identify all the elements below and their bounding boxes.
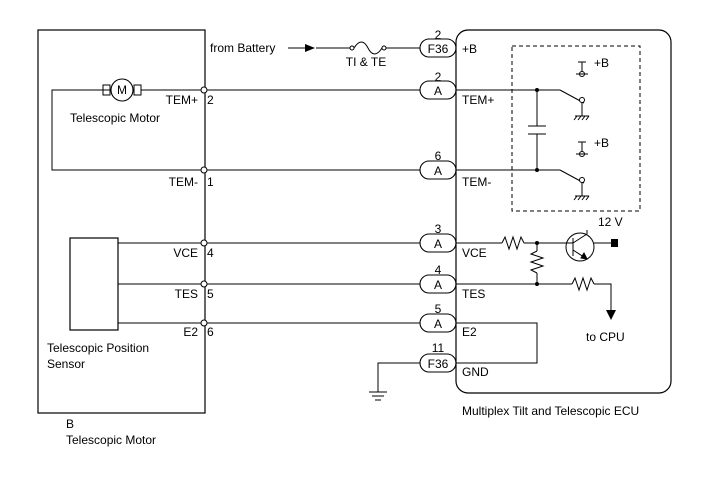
connector-a-tes-id: A <box>434 278 442 292</box>
terminal-tem-minus-name: TEM- <box>169 175 198 189</box>
tes-node <box>535 282 539 286</box>
relay-switch-1 <box>559 61 588 116</box>
connector-a-tes: 4 A <box>419 263 457 294</box>
terminal-tes-pin: 5 <box>207 287 214 301</box>
capacitor-node-bottom <box>535 168 539 172</box>
connector-f36-gnd: 11 F36 <box>419 341 457 373</box>
connector-a-tem-minus: 6 A <box>419 149 457 180</box>
relay-dashed-box <box>511 45 641 212</box>
terminal-circle-tem-plus <box>200 86 208 94</box>
fuse-label: TI & TE <box>346 55 386 69</box>
connector-a-tem-plus-pin: 2 <box>435 70 442 84</box>
connector-a-tem-plus: 2 A <box>419 70 457 100</box>
connector-a-vce-id: A <box>434 237 442 251</box>
fuse-terminal-right <box>381 45 387 51</box>
connector-a-tes-pin: 4 <box>435 263 442 277</box>
component-name: Telescopic Motor <box>66 433 156 447</box>
connector-a-e2-id: A <box>434 317 442 331</box>
terminal-tem-plus-name: TEM+ <box>166 93 198 107</box>
capacitor-icon <box>528 90 546 170</box>
terminal-circle-vce <box>200 239 208 247</box>
terminal-circle-e2 <box>200 319 208 327</box>
motor-icon: M <box>102 78 142 102</box>
transistor-icon <box>565 230 612 262</box>
connector-a-e2: 5 A <box>419 302 457 333</box>
ecu-name: Multiplex Tilt and Telescopic ECU <box>462 404 639 418</box>
vce-resistor-icon <box>501 235 525 251</box>
component-letter: B <box>66 417 74 431</box>
sensor-label-line1: Telescopic Position <box>47 341 149 355</box>
terminal-tem-minus-pin: 1 <box>207 175 214 189</box>
ground-icon <box>369 391 387 401</box>
ecu-terminal-vce: VCE <box>462 246 487 260</box>
motor-label: Telescopic Motor <box>70 111 160 125</box>
ecu-terminal-tem-minus: TEM- <box>462 175 491 189</box>
sensor-label-line2: Sensor <box>47 357 85 371</box>
ecu-voltage: 12 V <box>598 215 623 229</box>
ecu-terminal-tem-plus: TEM+ <box>462 93 494 107</box>
motor-symbol: M <box>117 83 127 97</box>
connector-a-tem-minus-pin: 6 <box>435 149 442 163</box>
connector-a-tem-minus-id: A <box>434 164 442 178</box>
connector-a-e2-pin: 5 <box>435 302 442 316</box>
terminal-e2-name: E2 <box>183 325 198 339</box>
connector-f36-gnd-pin: 11 <box>432 341 445 355</box>
to-cpu-arrow-icon <box>606 310 616 320</box>
from-battery-label: from Battery <box>210 41 275 55</box>
relay-ground-2-icon <box>573 195 590 201</box>
position-sensor-block <box>69 237 119 331</box>
connector-f36-b-pin: 2 <box>435 28 442 42</box>
terminal-tes-name: TES <box>175 287 198 301</box>
terminal-e2-pin: 6 <box>207 325 214 339</box>
motor-wire-top <box>51 89 204 171</box>
ecu-terminal-b: +B <box>462 42 477 56</box>
ecu-terminal-tes: TES <box>462 287 485 301</box>
connector-a-vce-pin: 3 <box>435 222 442 236</box>
voltage-terminal-icon <box>611 239 618 247</box>
relay-switch-2 <box>559 141 588 196</box>
relay-ground-1-icon <box>573 115 590 121</box>
relay-supply-2: +B <box>594 136 609 150</box>
terminal-vce-name: VCE <box>173 246 198 260</box>
ecu-wire-e2-gnd <box>456 322 538 364</box>
capacitor-node-top <box>535 88 539 92</box>
pulldown-resistor-icon <box>529 250 545 274</box>
fuse-terminal-left <box>349 45 355 51</box>
terminal-circle-tem-minus <box>200 166 208 174</box>
left-component-box <box>37 29 206 414</box>
terminal-vce-pin: 4 <box>207 246 214 260</box>
fuse-icon <box>353 41 383 55</box>
left-component: M Telescopic Motor Telescopic Position S… <box>37 29 214 414</box>
tes-to-cpu-wire <box>594 283 612 312</box>
connector-a-tem-plus-id: A <box>434 84 442 98</box>
relay-supply-1: +B <box>594 56 609 70</box>
terminal-tem-plus-pin: 2 <box>207 93 214 107</box>
terminal-circle-tes <box>200 280 208 288</box>
to-cpu-label: to CPU <box>586 330 625 344</box>
ecu-terminal-e2: E2 <box>462 325 477 339</box>
tes-resistor-icon <box>571 276 595 292</box>
connector-f36-gnd-id: F36 <box>428 357 449 371</box>
ground-wire <box>377 362 420 392</box>
connector-f36-b-id: F36 <box>428 42 449 56</box>
ecu-box <box>455 29 672 394</box>
connector-f36-b: 2 F36 <box>419 28 457 58</box>
connector-a-vce: 3 A <box>419 222 457 253</box>
ecu-terminal-gnd: GND <box>462 365 489 379</box>
